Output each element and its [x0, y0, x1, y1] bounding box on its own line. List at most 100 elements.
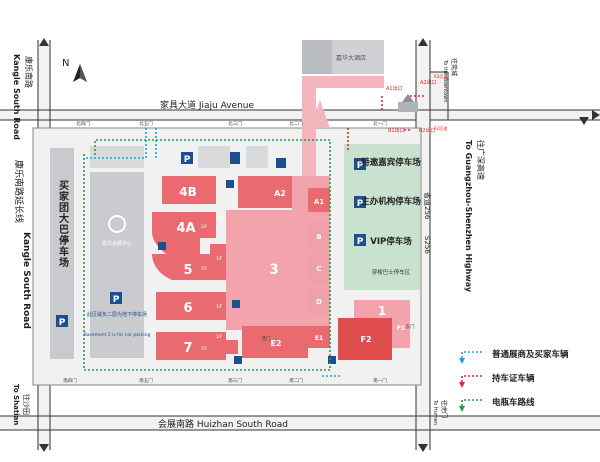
hall-6-floor: 1/F: [216, 304, 223, 309]
hall-6-label: 6: [183, 301, 192, 316]
hall-b-zone: [308, 222, 330, 250]
north-gray-block-3: [246, 146, 268, 168]
north-bus-icon-b: [276, 158, 286, 168]
basement-area: [90, 172, 144, 358]
bus-parking-p-text: P: [59, 318, 66, 328]
ramp-label-b: R2匝道: [434, 125, 447, 131]
toilet-icon-2: [232, 300, 240, 308]
vip-guest-p-text: P: [357, 161, 364, 171]
dir-humen-en: To Humen: [432, 399, 438, 425]
hall-a2: [238, 176, 292, 208]
dir-shatian-en: To Shatian: [12, 384, 20, 425]
accessibility-icon-1: [158, 242, 166, 250]
route-ebike: [83, 139, 331, 371]
north-p-icon: [181, 152, 193, 164]
hall-c-label: C: [316, 265, 321, 273]
legend-ebike-label: 电瓶车路线: [492, 397, 535, 408]
basement-label-en: Basement 2 is for car parking: [84, 332, 151, 338]
hall-7-label: 7: [183, 341, 192, 356]
connector-corridor-top: [302, 76, 384, 88]
route-general: [84, 128, 340, 377]
gate-south3: 南三门: [228, 377, 242, 384]
organizer-p-icon: [354, 196, 366, 208]
road-s256-cn: 省道256: [423, 192, 432, 220]
hall-5-label: 5: [183, 263, 192, 278]
shuttle-label: 穿梭巴士停车区: [372, 268, 411, 276]
legend: 普通展商及买家车辆 持车证车辆 电瓶车路线: [459, 349, 569, 412]
dir-humen-cn: 往虎门: [440, 400, 448, 418]
north-gray-block-2: [198, 146, 230, 168]
road-huizhan-south: [0, 416, 600, 430]
hall-f2: [338, 318, 392, 360]
vip-guest-p-icon: [354, 158, 366, 170]
legend-general-icon: [461, 351, 482, 362]
hall-7: [156, 332, 226, 360]
dir-gs-en: To Guangzhou-Shenzhen Highway: [464, 140, 473, 293]
accessibility-icon-2: [234, 356, 242, 364]
bus-parking-label: 买家团大巴停车场: [57, 180, 69, 268]
vip-p-icon: [354, 234, 366, 246]
legend-general-label: 普通展商及买家车辆: [492, 349, 569, 360]
exit-b1: B1出口: [388, 127, 405, 134]
hall-4a: [152, 212, 216, 258]
gate-south5: 南五门: [139, 377, 153, 384]
hall-6: [156, 292, 226, 320]
road-huizhan-label: 会展南路 Huizhan South Road: [158, 418, 288, 430]
toilet-icon-1: [226, 180, 234, 188]
dir-downtown-cn: 往莞城: [450, 58, 458, 76]
dir-shatian-cn: 往沙田: [22, 394, 31, 415]
gate-north3: 北三门: [228, 120, 242, 127]
accessibility-icon-3: [328, 356, 336, 364]
hall-7-annex: [216, 340, 238, 354]
hall-c-zone: [308, 254, 330, 284]
hall-5: [152, 254, 226, 280]
legend-pass-label: 持车证车辆: [492, 373, 535, 384]
basement-p-icon: [110, 292, 122, 304]
north-p-text: P: [184, 155, 191, 165]
basement-p-text: P: [113, 295, 120, 305]
hall-f1-label: F1: [397, 325, 405, 332]
gate-west: 西门: [262, 335, 271, 342]
hall-e2-label: E2: [270, 339, 281, 348]
organizer-label: 主办机构停车场: [361, 196, 421, 207]
hall-7-floor: 2/F: [201, 346, 208, 351]
hall-a2-label: A2: [274, 189, 286, 198]
vip-label: VIP停车场: [370, 236, 412, 247]
hall-1-label: 1: [378, 304, 386, 318]
gate-south1: 南一门: [373, 377, 387, 384]
exit-b2: B2出口: [419, 127, 436, 134]
hall-4a-floor: 2/F: [201, 224, 208, 229]
hall-a1-label: A1: [314, 198, 324, 206]
ramp-label-a: R2匝道: [434, 73, 447, 79]
dir-downtown-en: To the downtown: [442, 59, 448, 102]
road-arrows: [39, 38, 600, 452]
basement-label-cn: 此区域负二层为地下停车场: [87, 311, 147, 318]
hall-4a-label: 4A: [176, 221, 195, 236]
vip-p-text: P: [357, 237, 364, 247]
road-kangle-en: Kangle South Road: [12, 54, 21, 140]
road-jiaju-label: 家具大道 Jiaju Avenue: [160, 99, 254, 111]
compass-label: N: [62, 58, 69, 69]
road-s256-en: S256: [423, 236, 431, 254]
hall-f1: [392, 318, 410, 348]
ramp-triangle: [310, 100, 330, 128]
hall-e1: [308, 326, 330, 348]
toll-booth-icon: [398, 94, 418, 112]
gate-north4: 北四门: [76, 120, 90, 127]
bus-parking-p-icon: [56, 315, 68, 327]
gate-north5: 北五门: [139, 120, 153, 127]
hall-brand-label: 嘉华会展中心: [102, 240, 132, 247]
hall-3-label: 3: [269, 262, 279, 278]
dir-gs-cn: 往广深高速: [476, 140, 486, 180]
organizer-p-text: P: [357, 199, 364, 209]
hall-a1: [308, 188, 330, 212]
road-kangle-ext-cn: 康乐南路延长线: [13, 160, 25, 223]
hall-7-floor-1f: 1/F: [216, 334, 223, 339]
hall-1: [354, 300, 410, 320]
vip-guest-label: 特邀嘉宾停车场: [361, 157, 421, 168]
north-gray-block-1: [90, 146, 144, 168]
hall-f2-label: F2: [360, 335, 371, 344]
exit-a2: A2出口: [420, 79, 437, 86]
hall-5-floor-1f: 1/F: [216, 256, 223, 261]
north-bus-icon-a: [230, 152, 240, 164]
